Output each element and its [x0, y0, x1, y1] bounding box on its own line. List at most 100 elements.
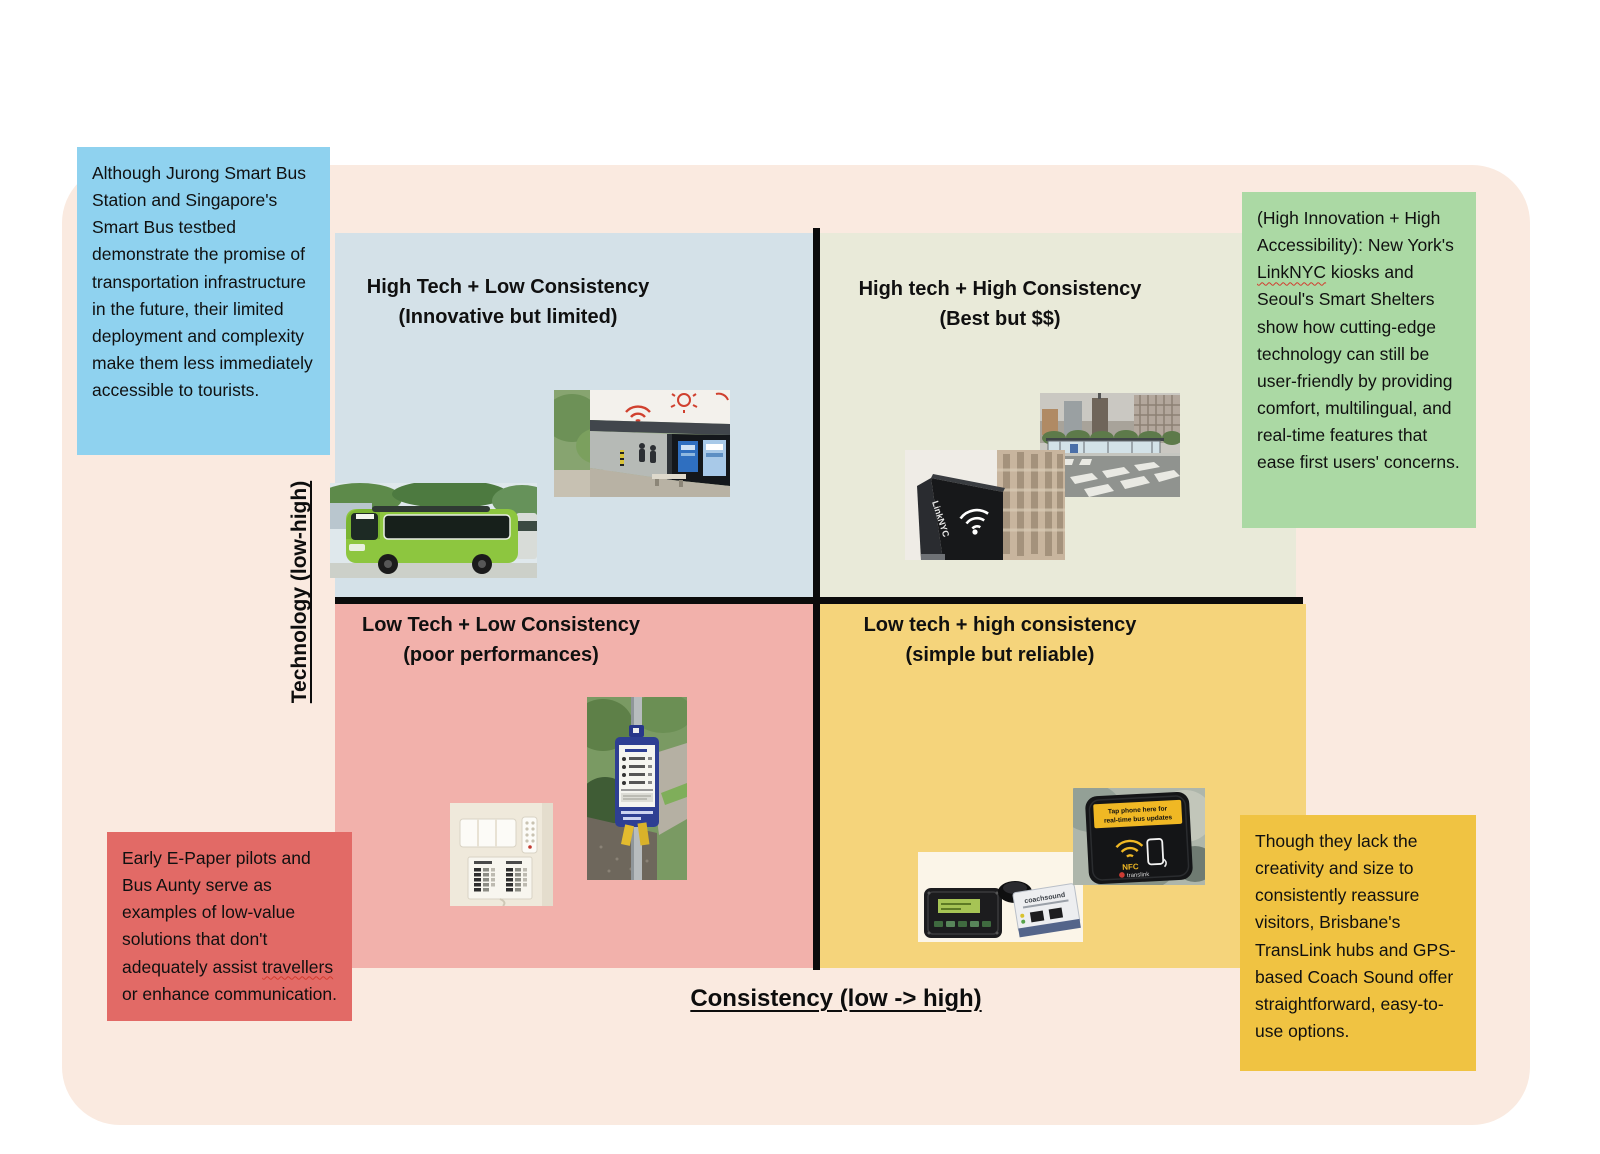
title-line: Low Tech + Low Consistency: [361, 614, 640, 636]
grass-strip: [661, 783, 687, 805]
nfc-device: Tap phone here for real-time bus updates…: [1085, 791, 1193, 885]
title-line: High Tech + Low Consistency: [366, 276, 650, 298]
coachsound-box: coachsound: [1012, 883, 1081, 938]
schedule-header: [506, 861, 522, 864]
shelter-screen: [1070, 444, 1078, 453]
title-high-tech-high-consistency: High tech + High Consistency (Best but $…: [830, 274, 1170, 334]
led-yellow: [1020, 913, 1025, 918]
lcd-text-line: [941, 908, 961, 910]
screw: [927, 891, 931, 895]
ethernet-port: [1029, 910, 1045, 923]
note-text: kiosks and Seoul's Smart Shelters show h…: [1257, 262, 1460, 473]
photo-linknyc-kiosk: LinkNYC: [905, 450, 1065, 560]
schedule-cells: [474, 868, 527, 892]
note-text: or enhance communication.: [122, 983, 337, 1004]
note-text: (High Innovation + High Accessibility): …: [1257, 208, 1454, 256]
banner-line2: real-time bus updates: [1104, 814, 1173, 825]
destination-sign: [356, 514, 374, 519]
box-label-line: [1022, 899, 1069, 909]
photo-coachsound-gps-kit: coachsound: [918, 852, 1083, 942]
note-text: Though they lack the creativity and size…: [1255, 831, 1456, 1041]
epaper-panel: [459, 818, 517, 848]
note-simple-reliable-options: Though they lack the creativity and size…: [1240, 815, 1476, 1071]
road: [330, 563, 537, 578]
sign-logo-line: [625, 749, 647, 752]
second-bus: [516, 513, 537, 559]
device-bezel: [1088, 795, 1190, 881]
yellow-brackets: [621, 822, 650, 846]
kiosk-side-face: [917, 478, 943, 560]
hand-hint: [1162, 858, 1167, 868]
screen-content: [681, 445, 695, 450]
lcd-screen: [938, 899, 980, 913]
second-bus-window: [516, 521, 537, 531]
tree: [633, 697, 687, 733]
puck-top: [1003, 882, 1027, 894]
bench-leg: [679, 480, 683, 487]
wifi-icon: [625, 405, 651, 423]
title-low-tech-high-consistency: Low tech + high consistency (simple but …: [830, 610, 1170, 670]
note-text: Early E-Paper pilots and Bus Aunty serve…: [122, 848, 311, 977]
subtitle-line: (poor performances): [403, 644, 599, 666]
photo-epaper-device: [450, 803, 553, 906]
floor: [590, 468, 730, 497]
timetable-block: [621, 793, 653, 802]
schedule-header: [474, 861, 492, 864]
note-high-innovation-accessibility: (High Innovation + High Accessibility): …: [1242, 192, 1476, 528]
post-stripes: [620, 452, 624, 466]
note-low-value-solutions: Early E-Paper pilots and Bus Aunty serve…: [107, 832, 352, 1021]
note-high-tech-limited: Although Jurong Smart Bus Station and Si…: [77, 147, 330, 455]
window-frame: [383, 514, 511, 540]
hubcap: [478, 560, 486, 568]
bus-roof: [372, 506, 490, 512]
x-axis-label: Consistency (low -> high): [690, 985, 982, 1012]
phone-icon: [1146, 838, 1165, 866]
remote-buttons: [525, 821, 535, 843]
sign-cap-window: [633, 728, 639, 733]
banner-line1: Tap phone here for: [1108, 805, 1168, 815]
building: [1064, 401, 1082, 435]
photo-bus-stop-pole-sign: [587, 697, 687, 880]
headlight: [349, 544, 365, 551]
people-silhouettes: [639, 443, 656, 463]
lcd-text-line: [941, 903, 971, 905]
tree: [392, 483, 508, 508]
pillar: [667, 434, 672, 484]
nfc-wifi-icon: [1115, 839, 1144, 858]
window-grid: [1134, 395, 1180, 435]
screw: [927, 931, 931, 935]
horizontal-axis-divider: [335, 597, 1303, 604]
remote-power-dot: [528, 845, 532, 849]
panel-dividers: [477, 819, 497, 847]
tower: [1092, 398, 1108, 435]
subtitle-line: (simple but reliable): [905, 644, 1095, 666]
shelter-posts: [1059, 441, 1153, 455]
station-ceiling: [590, 390, 730, 424]
photo-translink-nfc-tap-point: Tap phone here for real-time bus updates…: [1073, 788, 1205, 885]
hubcap: [384, 560, 392, 568]
bench: [652, 474, 686, 479]
screw: [995, 891, 999, 895]
kiosk-front-face: [931, 478, 1003, 560]
sun-icon: [670, 390, 729, 413]
nfc-label: NFC: [1122, 862, 1139, 872]
timetable-lines: [623, 795, 651, 800]
device-buttons: [934, 921, 991, 927]
curb: [1040, 453, 1180, 456]
translink-wordmark: translink: [1127, 872, 1151, 879]
sign-footer-line: [623, 817, 641, 820]
canopy: [590, 420, 730, 435]
subtitle-line: (Innovative but limited): [398, 306, 618, 328]
led-green: [1021, 919, 1026, 924]
building: [1042, 409, 1058, 435]
remote-control: [521, 816, 538, 854]
photo-singapore-smart-bus: [330, 483, 537, 578]
side-windows: [384, 515, 510, 539]
screw: [995, 931, 999, 935]
title-line: High tech + High Consistency: [858, 278, 1142, 300]
screen-content: [706, 453, 723, 457]
building-windows: [1003, 452, 1063, 556]
tree: [492, 485, 537, 517]
station-interior: [590, 431, 672, 480]
